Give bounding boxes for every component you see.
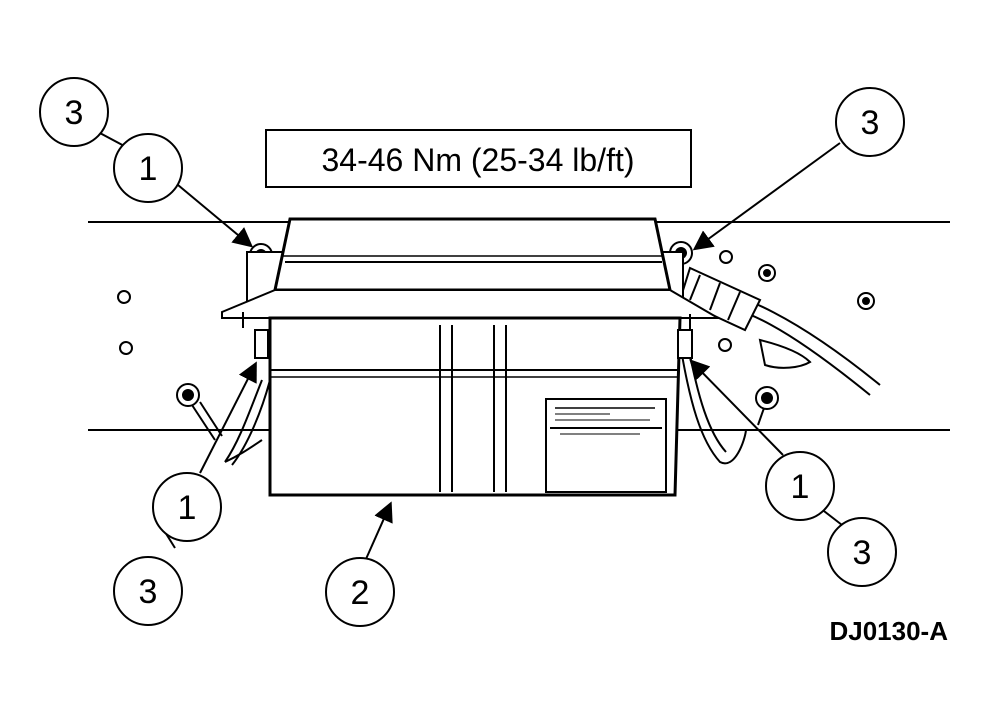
callout-bottom-left-outer: 3 <box>113 556 183 626</box>
callout-bottom-center: 2 <box>325 557 395 627</box>
callout-label: 1 <box>178 489 197 527</box>
callout-top-right: 3 <box>835 87 905 157</box>
callout-bottom-right-outer: 3 <box>827 517 897 587</box>
cable-top-right <box>678 266 881 396</box>
callout-label: 3 <box>139 573 158 611</box>
leader-lines <box>97 131 843 560</box>
torque-spec-box: 34-46 Nm (25-34 lb/ft) <box>265 129 692 188</box>
module-housing <box>221 217 722 497</box>
wiring-harness-right <box>681 354 747 465</box>
panel-holes <box>117 250 875 355</box>
callout-bottom-right-inner: 1 <box>765 451 835 521</box>
callout-label: 3 <box>65 94 84 132</box>
callout-label: 3 <box>861 104 880 142</box>
wiring-harness-left <box>224 379 271 466</box>
callout-label: 1 <box>139 150 158 188</box>
callout-top-left-inner: 1 <box>113 133 183 203</box>
callout-label: 2 <box>351 574 370 612</box>
callout-bottom-left-inner: 1 <box>152 472 222 542</box>
torque-spec-text: 34-46 Nm (25-34 lb/ft) <box>321 142 634 178</box>
callout-label: 3 <box>853 534 872 572</box>
callout-label: 1 <box>791 468 810 506</box>
figure-id: DJ0130-A <box>829 616 948 646</box>
callout-top-left-outer: 3 <box>39 77 109 147</box>
